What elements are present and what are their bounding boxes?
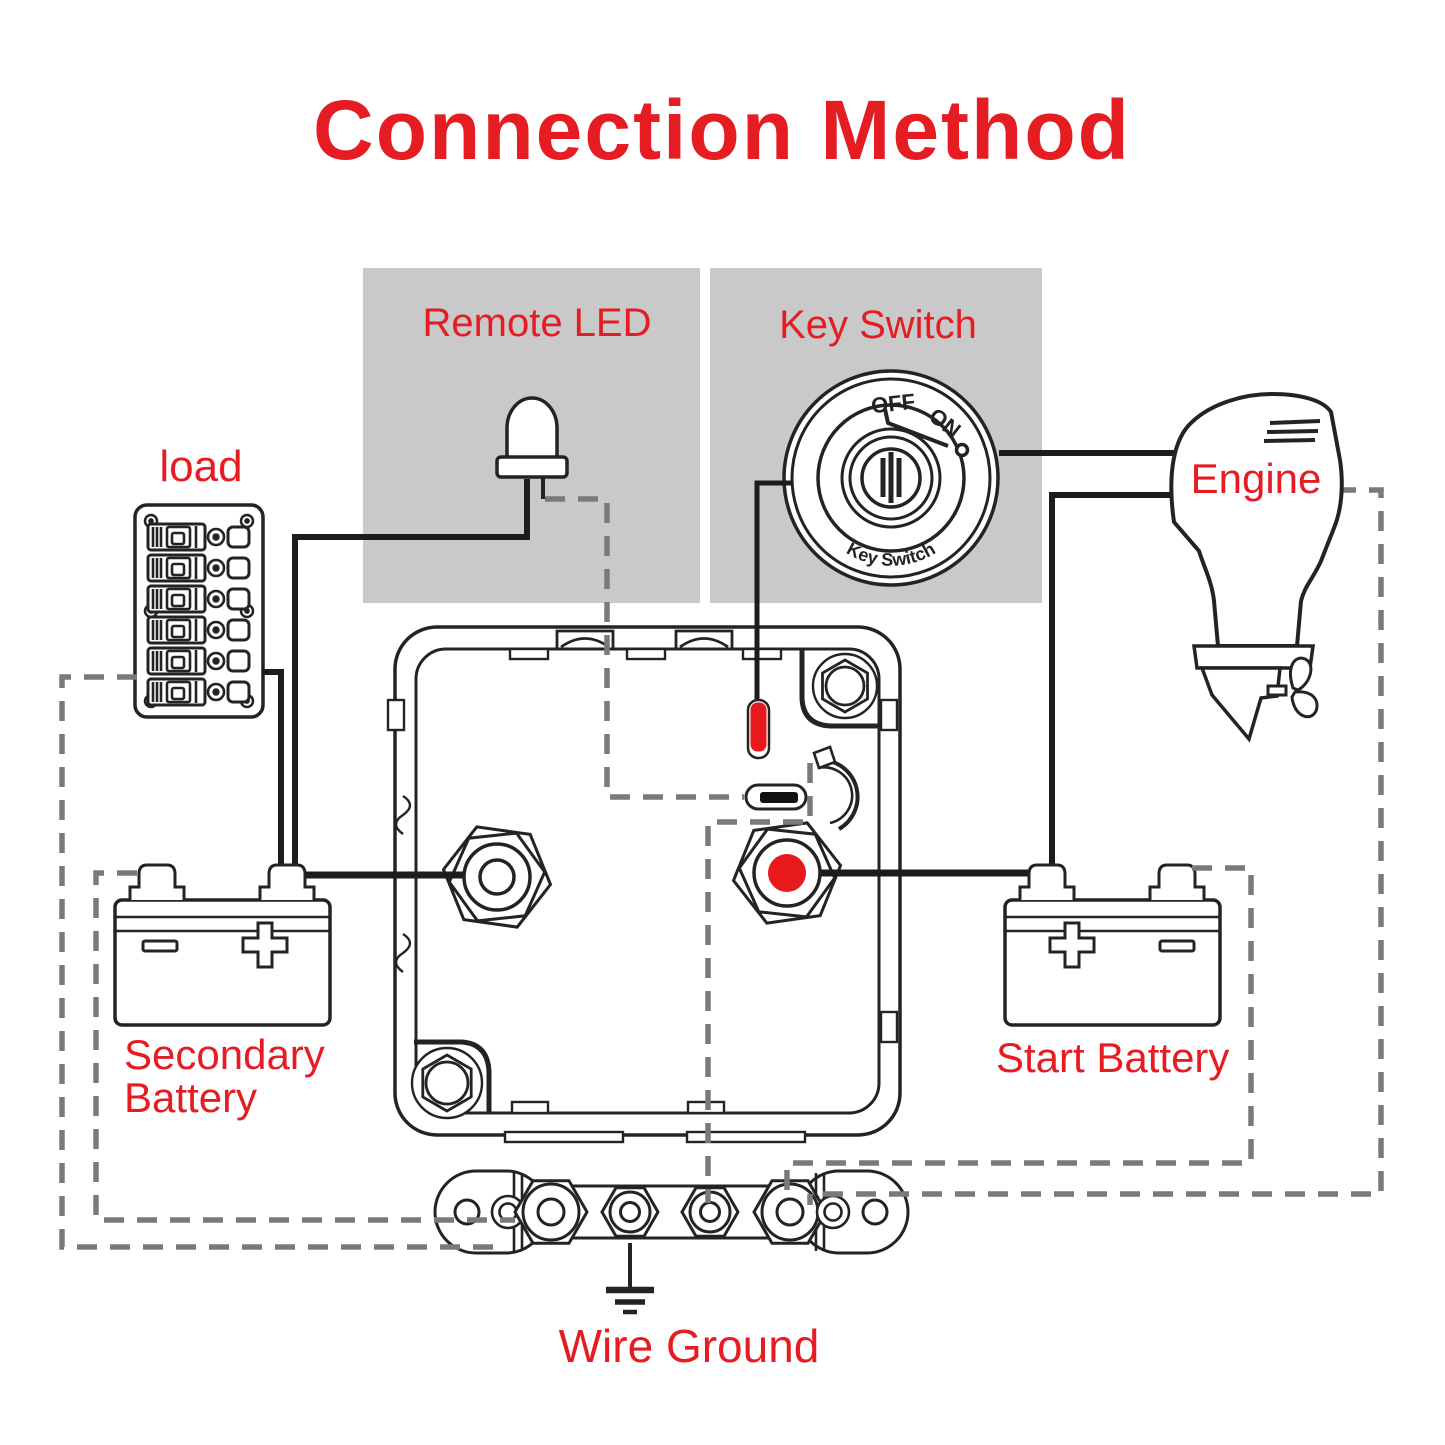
dashed-wire-relay-to-ground: [705, 763, 813, 1203]
bus-bar-stud: [680, 1186, 740, 1238]
key-switch-label: Key Switch: [779, 303, 977, 347]
wire-ground-label: Wire Ground: [559, 1320, 820, 1372]
wire-key-switch-to-relay: [754, 480, 793, 702]
ground-icon: [606, 1243, 654, 1315]
wire-start-battery-to-engine: [1049, 492, 1174, 868]
relay-left-post-center: [478, 858, 516, 896]
switch-row: [146, 553, 251, 583]
minus-symbol: [1158, 939, 1196, 953]
rotate-arrow-head: [812, 745, 837, 770]
load-label: load: [159, 442, 242, 491]
plus-symbol: [241, 921, 289, 969]
engine-vent-lines: [1263, 419, 1321, 443]
dashed-wire-secondary-battery-to-ground: [93, 870, 515, 1223]
wire-load-to-secondary-battery: [262, 669, 284, 868]
led-icon: [495, 396, 569, 499]
wire-led-to-secondary-battery: [292, 479, 530, 868]
switch-row: [146, 677, 251, 707]
relay-right-post-red-center: [768, 854, 806, 892]
dashed-wire-start-battery-to-ground: [784, 865, 1254, 1203]
battery-terminal: [1018, 863, 1076, 900]
start-battery-label: Start Battery: [996, 1034, 1229, 1081]
secondary-battery: [113, 898, 332, 1027]
dashed-wire-engine-to-ground: [807, 487, 1384, 1205]
engine-drawing: [1169, 391, 1344, 743]
battery-terminal: [128, 863, 186, 900]
minus-symbol: [141, 939, 179, 953]
bus-bar-stud: [600, 1186, 660, 1238]
battery-terminal: [1148, 863, 1206, 900]
key-switch-dial: [782, 369, 1000, 587]
ground-bus-bar: [433, 1169, 910, 1255]
dashed-wire-load-to-ground: [59, 674, 500, 1250]
switch-row: [146, 522, 251, 552]
battery-terminal: [258, 863, 316, 900]
switch-row: [146, 615, 251, 645]
remote-led-label: Remote LED: [423, 301, 652, 345]
page-title: Connection Method: [313, 83, 1131, 177]
dashed-wire-led-to-relay: [545, 496, 744, 800]
engine-label: Engine: [1191, 455, 1322, 502]
secondary-battery-label-line2: Battery: [124, 1074, 257, 1121]
switch-row: [146, 646, 251, 676]
plus-symbol: [1048, 921, 1096, 969]
switch-row: [146, 584, 251, 614]
corner-bolt-bottom-left: [410, 1046, 484, 1120]
load-switch-panel: [133, 503, 265, 719]
secondary-battery-label-line1: Secondary: [124, 1031, 325, 1078]
start-battery: [1003, 898, 1222, 1027]
relay-unit: [386, 625, 902, 1144]
key-off-label: OFF: [870, 389, 916, 418]
bus-bar-stud: [513, 1179, 589, 1245]
corner-bolt-top-right: [811, 652, 879, 720]
